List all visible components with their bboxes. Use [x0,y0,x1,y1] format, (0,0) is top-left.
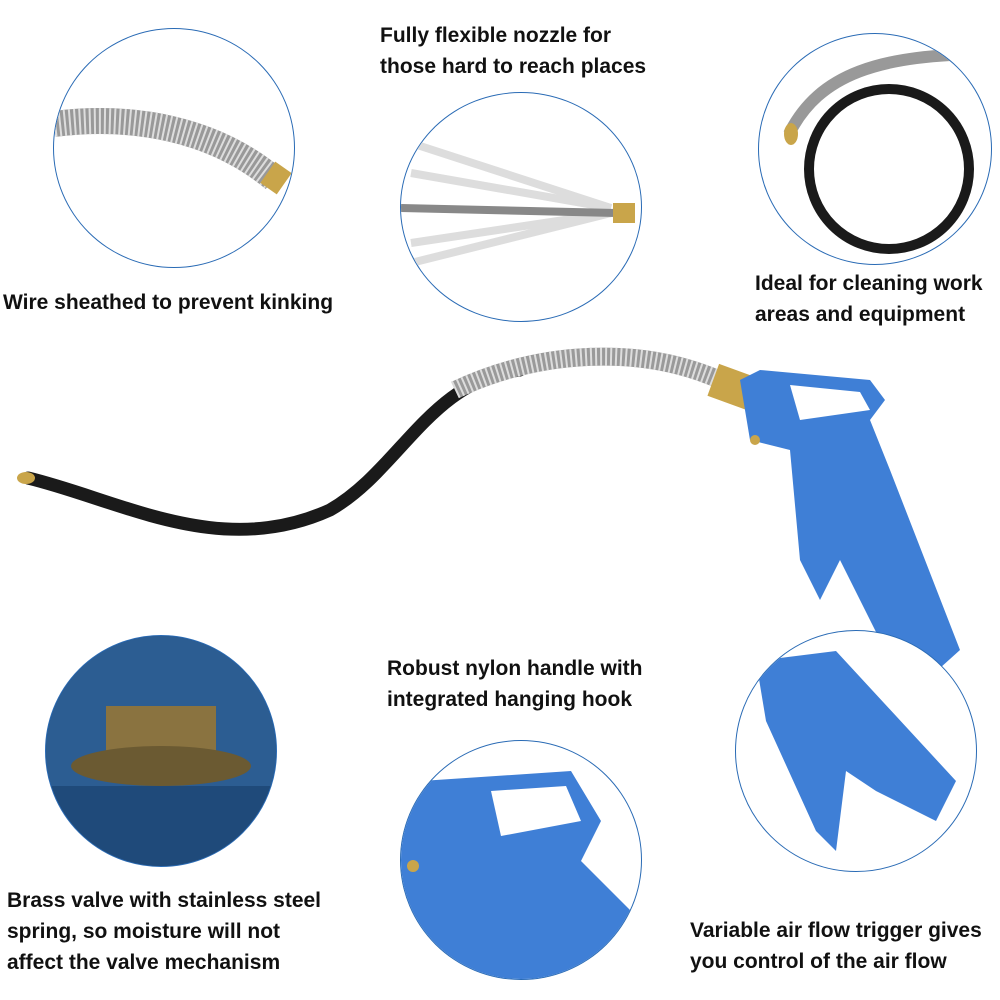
caption-line: Fully flexible nozzle for [380,24,612,47]
caption-ideal-cleaning: Ideal for cleaning work areas and equipm… [755,268,983,330]
caption-line: areas and equipment [755,303,966,326]
caption-brass-valve: Brass valve with stainless steel spring,… [7,885,321,978]
flexible-nozzle-image [401,139,635,267]
caption-line: those hard to reach places [380,55,647,78]
caption-flexible-nozzle: Fully flexible nozzle for those hard to … [380,20,646,82]
caption-wire-sheathed: Wire sheathed to prevent kinking [3,291,334,314]
detail-wire-sheath [53,28,295,268]
wire-sheath-image [54,108,292,195]
caption-nylon-handle: Robust nylon handle with integrated hang… [387,653,643,715]
caption-line: affect the valve mechanism [7,951,281,974]
caption-line: Robust nylon handle with [387,657,643,680]
caption-line: Brass valve with stainless steel [7,889,322,912]
caption-line: Ideal for cleaning work [755,272,983,295]
trigger-image [756,651,956,851]
brass-valve-image [46,636,276,866]
nylon-handle-image [401,771,641,979]
detail-brass-valve [45,635,277,867]
detail-trigger [735,630,977,872]
caption-trigger: Variable air flow trigger gives you cont… [690,915,982,977]
caption-line: spring, so moisture will not [7,920,281,943]
caption-line: you control of the air flow [690,950,947,973]
detail-nylon-handle [400,740,642,980]
hose-coil-image [783,48,991,254]
caption-line: Variable air flow trigger gives [690,919,982,942]
caption-line: integrated hanging hook [387,688,632,711]
detail-hose-coil [758,33,992,265]
detail-flexible-nozzle [400,92,642,322]
